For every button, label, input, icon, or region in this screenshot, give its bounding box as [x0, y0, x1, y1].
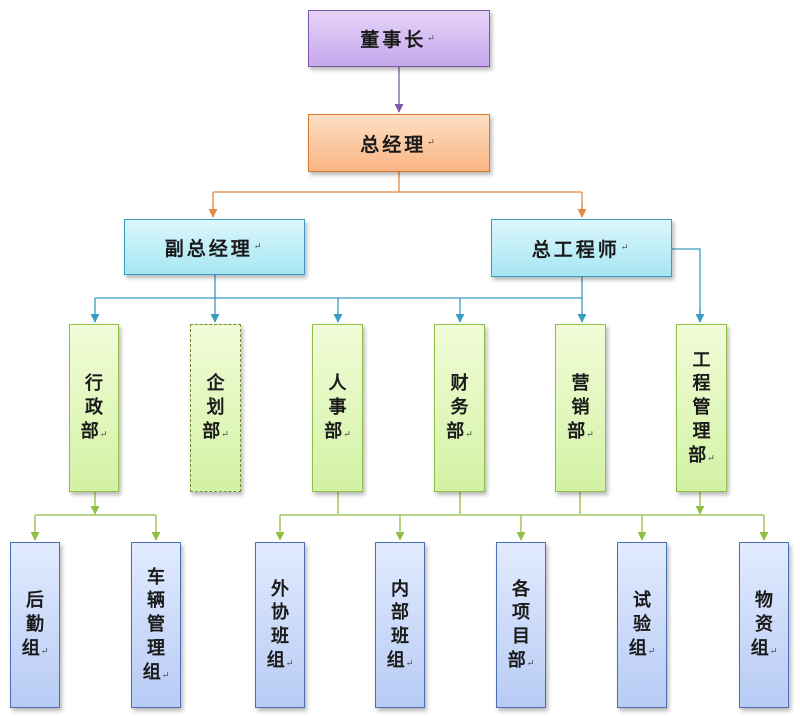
chief-engineer-box: 总工程师↵ — [491, 219, 672, 277]
finance-dept-box: 财务部↵ — [434, 324, 485, 492]
general-manager-box: 总经理↵ — [308, 114, 490, 172]
materials-group-box: 物资组↵ — [739, 542, 789, 708]
engineering-dept-box: 工程管理部↵ — [676, 324, 727, 492]
planning-dept-box: 企划部↵ — [190, 324, 241, 492]
finance-dept-label: 财务部↵ — [446, 373, 473, 442]
project-depts-label: 各项目部↵ — [507, 578, 535, 671]
logistics-group-box: 后勤组↵ — [10, 542, 60, 708]
testing-group-box: 试验组↵ — [617, 542, 667, 708]
internal-group-label: 内部班组↵ — [386, 578, 414, 671]
outsourcing-group-label: 外协班组↵ — [266, 578, 294, 671]
chief-engineer-label: 总工程师 — [531, 238, 620, 261]
materials-group-label: 物资组↵ — [750, 590, 778, 659]
planning-dept-label: 企划部↵ — [202, 373, 229, 442]
admin-dept-box: 行政部↵ — [69, 324, 119, 492]
general-manager-label: 总经理 — [360, 133, 427, 156]
marketing-dept-box: 营销部↵ — [555, 324, 606, 492]
testing-group-label: 试验组↵ — [628, 590, 656, 659]
hr-dept-label: 人事部↵ — [324, 373, 351, 442]
deputy-gm-label: 副总经理 — [164, 237, 253, 260]
hr-dept-box: 人事部↵ — [312, 324, 363, 492]
vehicle-group-box: 车辆管理组↵ — [131, 542, 181, 708]
chairman-box: 董事长↵ — [308, 10, 490, 67]
logistics-group-label: 后勤组↵ — [21, 590, 49, 659]
internal-group-box: 内部班组↵ — [375, 542, 425, 708]
deputy-gm-box: 副总经理↵ — [124, 219, 305, 275]
admin-dept-label: 行政部↵ — [80, 373, 108, 442]
engineering-dept-label: 工程管理部↵ — [688, 349, 715, 466]
vehicle-group-label: 车辆管理组↵ — [142, 566, 170, 683]
chairman-label: 董事长 — [360, 29, 427, 51]
marketing-dept-label: 营销部↵ — [567, 373, 594, 442]
outsourcing-group-box: 外协班组↵ — [255, 542, 305, 708]
project-depts-box: 各项目部↵ — [496, 542, 546, 708]
